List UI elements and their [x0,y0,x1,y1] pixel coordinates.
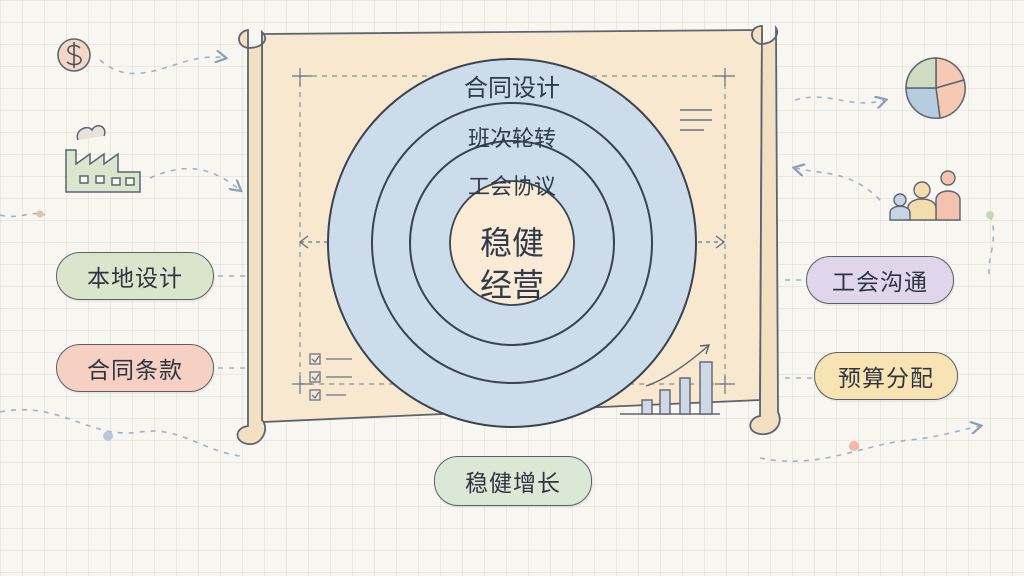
pill-union-communication-label: 工会沟通 [832,270,928,296]
connector-factory [149,167,240,190]
people-group-icon [889,170,961,221]
rings-diagram: 合同设计 班次轮转 工会协议 稳健 经营 [327,58,697,428]
connector-dollar [99,57,225,75]
connector-left-wave [0,408,241,457]
pill-union-communication: 工会沟通 [806,256,954,304]
text-lines-icon [680,109,712,131]
pill-contract-terms-label: 合同条款 [87,358,183,384]
center-label-line2: 经营 [480,266,544,304]
connector-pie [794,97,885,103]
scroll-left-roll [236,28,267,445]
pill-budget-allocation: 预算分配 [814,352,958,400]
checklist-icon [309,353,352,401]
pie-chart-icon [905,57,966,120]
factory-icon [65,125,141,193]
pill-local-design: 本地设计 [56,252,214,300]
scroll-right-roll [749,24,781,436]
pill-contract-terms: 合同条款 [56,344,214,392]
ring-inner-label: 工会协议 [468,175,556,200]
scroll-corner-ticks [292,68,735,394]
connector-right-wave [759,426,980,462]
center-label-line1: 稳健 [480,224,544,262]
connector-right-side [988,214,995,281]
pill-steady-growth: 稳健增长 [434,456,592,506]
ring-middle-label: 班次轮转 [468,127,556,152]
ring-center [449,180,575,306]
bar-chart-trend-icon [620,344,720,415]
pill-steady-growth-label: 稳健增长 [465,471,561,497]
dashed-connectors [0,57,995,462]
dollar-coin-icon [57,38,91,72]
connector-left-top [0,212,46,218]
ring-outer-label: 合同设计 [464,74,560,102]
pill-local-design-label: 本地设计 [87,266,183,292]
connector-people [795,168,881,201]
connector-dots [36,210,994,451]
pill-budget-allocation-label: 预算分配 [838,366,934,392]
